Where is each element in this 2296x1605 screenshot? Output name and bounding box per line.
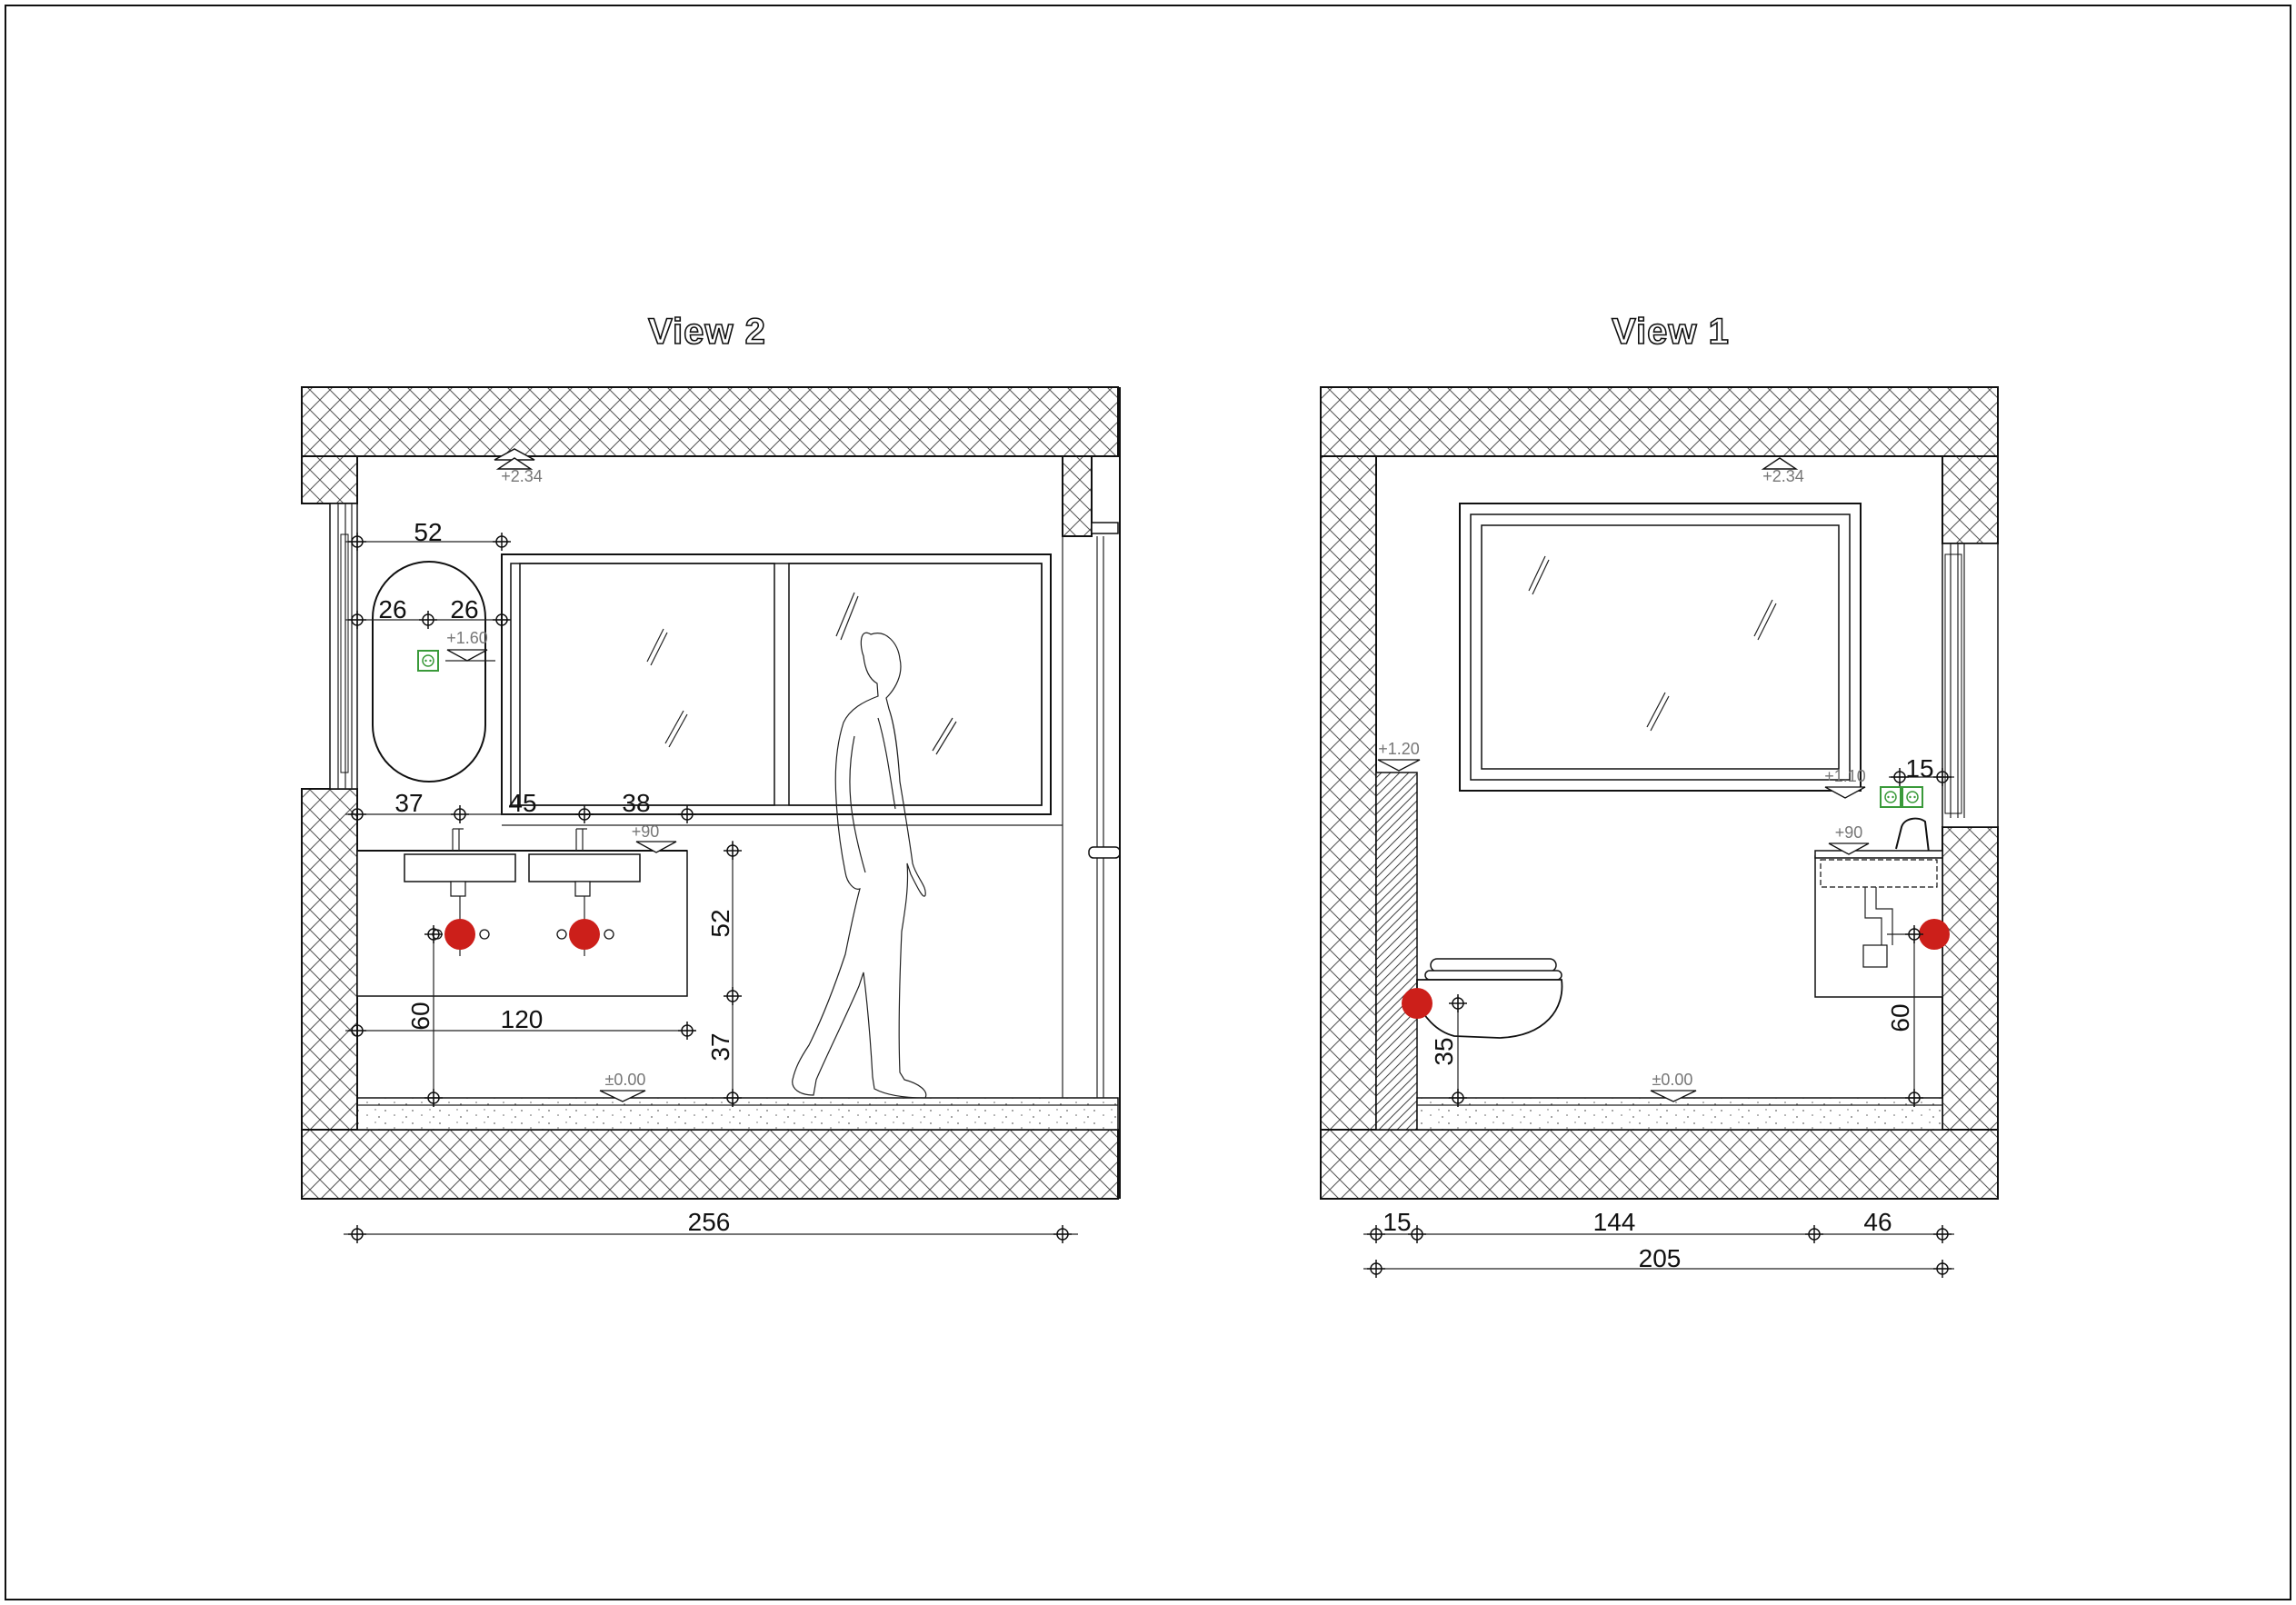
- right-wall-top: [1062, 455, 1093, 537]
- glass-reflection-marks: [646, 592, 957, 755]
- ceiling-slab: [1320, 386, 1999, 457]
- installation-wall: [1375, 772, 1418, 1131]
- water-point-toilet: [1402, 988, 1433, 1019]
- dim-vanity-height: 52: [706, 909, 734, 937]
- ceiling-slab: [301, 386, 1119, 457]
- floor-screed: [356, 1097, 1119, 1131]
- floor-slab: [1320, 1129, 1999, 1200]
- dim-basin-span: 46: [1863, 1208, 1892, 1236]
- level-vanity: +90: [632, 822, 660, 841]
- wall-mirror: [1459, 503, 1862, 792]
- dim-installation-wall: 15: [1383, 1208, 1411, 1236]
- dimension-lines-view-2: [344, 541, 1078, 1235]
- right-wall-top: [1942, 455, 1999, 544]
- dim-room-width: 256: [688, 1208, 731, 1236]
- level-floor: ±0.00: [1652, 1071, 1693, 1089]
- level-ceiling: +2.34: [1762, 467, 1804, 485]
- dimension-lines-view-1: [1363, 776, 1954, 1270]
- dim-mirror-width: 52: [414, 518, 442, 546]
- dim-vanity-width: 120: [501, 1005, 544, 1033]
- door-handle: [1088, 846, 1121, 859]
- oval-mirror: [372, 561, 486, 783]
- level-floor: ±0.00: [605, 1071, 646, 1089]
- floor-slab: [301, 1129, 1119, 1200]
- sheet-border: [5, 5, 2291, 1600]
- view-1: View 1 +2.34 +1.20: [1320, 311, 1999, 1279]
- dim-tap-offset-left: 37: [394, 789, 423, 817]
- left-wall: [1320, 455, 1377, 1131]
- socket-icon: [417, 650, 439, 672]
- dim-toilet-supply-height: 35: [1430, 1037, 1458, 1065]
- dim-vanity-floor-gap: 37: [706, 1032, 734, 1061]
- human-figure: [792, 632, 927, 1099]
- mirror-cabinet: [501, 553, 1052, 815]
- dim-tap-spacing: 45: [508, 789, 536, 817]
- level-installation-wall: +1.20: [1378, 740, 1420, 758]
- tap: [1895, 817, 1930, 853]
- dim-mirror-half-left: 26: [378, 595, 406, 623]
- washbasin-right: [528, 853, 641, 882]
- view-2-title: View 2: [648, 312, 766, 352]
- socket-icon: [1880, 786, 1902, 808]
- dim-supply-height: 60: [406, 1002, 434, 1030]
- dim-tap-offset-right: 38: [622, 789, 650, 817]
- left-window-section: [329, 503, 358, 790]
- water-point-basin: [1919, 919, 1950, 950]
- right-wall-bottom: [1942, 826, 1999, 1131]
- level-sockets: +1.10: [1824, 767, 1866, 785]
- washbasin-left: [404, 853, 516, 882]
- right-window-section: [1942, 543, 1999, 828]
- dim-room-width: 205: [1639, 1244, 1682, 1272]
- left-wall-top: [301, 455, 358, 504]
- dim-mirror-half-right: 26: [450, 595, 478, 623]
- glass-reflection-marks: [1528, 555, 1777, 732]
- dim-basin-supply-height: 60: [1886, 1003, 1914, 1032]
- floor-screed: [1416, 1097, 1943, 1131]
- wall-hung-toilet: [1416, 958, 1563, 1039]
- water-supply-points: [432, 919, 614, 950]
- view-2: View 2 +2.34 +1.60: [301, 311, 1121, 1244]
- level-ceiling: +2.34: [501, 467, 543, 485]
- dim-socket-offset: 15: [1905, 754, 1933, 783]
- left-wall-bottom: [301, 788, 358, 1131]
- level-basin: +90: [1835, 823, 1863, 842]
- dim-middle-span: 144: [1593, 1208, 1636, 1236]
- level-socket: +1.60: [446, 629, 488, 647]
- view-1-title: View 1: [1612, 312, 1730, 352]
- socket-icon: [1902, 786, 1923, 808]
